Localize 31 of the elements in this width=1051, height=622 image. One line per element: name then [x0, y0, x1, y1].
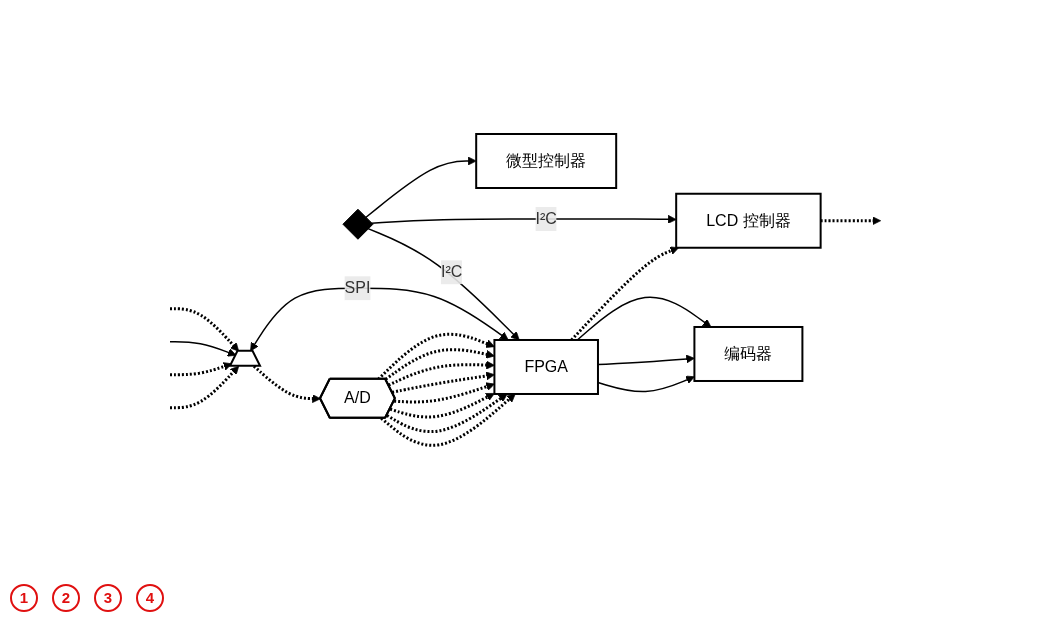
arrow [370, 215, 677, 225]
arrow [170, 366, 240, 410]
arrow [576, 296, 712, 342]
arrow [392, 371, 495, 395]
arrow [367, 228, 520, 341]
node-box: 微型控制器 [475, 133, 618, 190]
node-trapezoid [228, 350, 262, 368]
edge-label: I²C [441, 263, 463, 281]
arrow [169, 341, 237, 357]
arrow [388, 361, 495, 387]
arrow [389, 393, 495, 419]
arrow [377, 333, 495, 381]
arrow [386, 393, 508, 434]
callout-number: 3 [94, 584, 122, 612]
arrow [170, 307, 240, 352]
node-box: FPGA [493, 339, 600, 396]
callout-number: 2 [52, 584, 80, 612]
node-diamond [342, 209, 374, 241]
arrow [170, 362, 233, 377]
arrow [250, 287, 509, 352]
callout-number: 4 [136, 584, 164, 612]
arrow [394, 382, 495, 404]
arrow [365, 156, 477, 219]
edge-label: I²C [535, 210, 558, 228]
arrow [384, 348, 495, 381]
edge-label: SPI [344, 279, 371, 297]
arrow [380, 393, 516, 448]
callout-number: 1 [10, 584, 38, 612]
node-box: LCD 控制器 [675, 193, 822, 250]
node-box: 编码器 [693, 326, 804, 383]
arrow [253, 365, 322, 404]
